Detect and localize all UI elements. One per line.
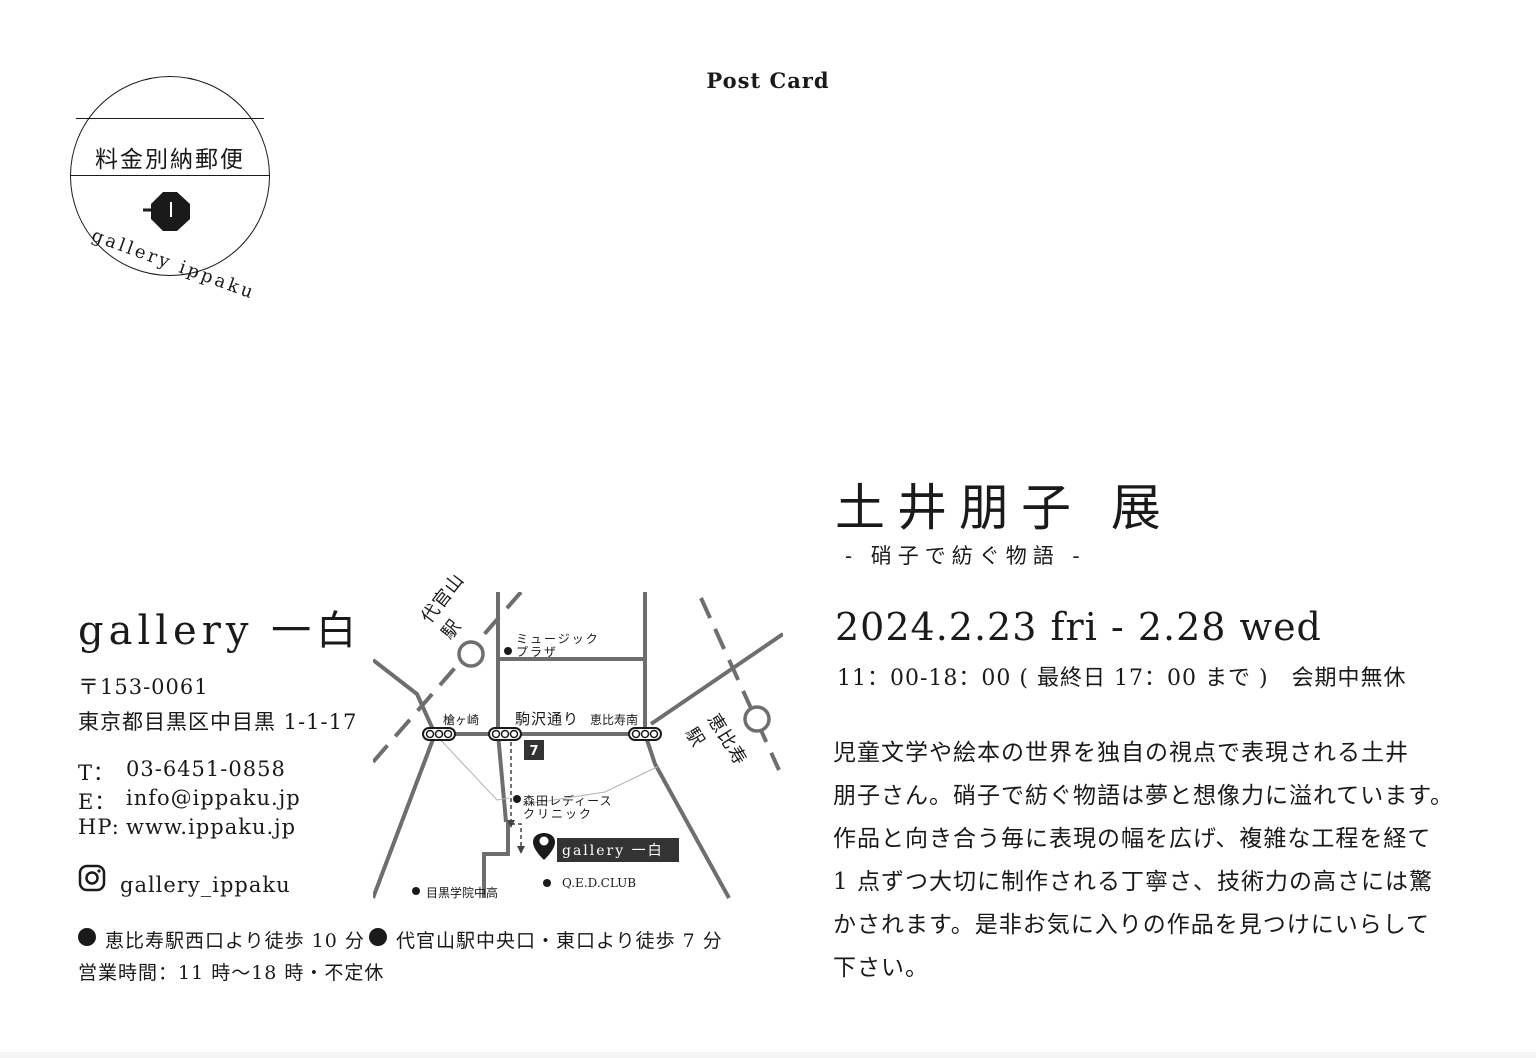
description-line: かされます。是非お気に入りの作品を見つけにいらして: [833, 912, 1431, 938]
svg-text:7: 7: [529, 744, 538, 759]
instagram-icon: [78, 864, 106, 892]
map-label-music-plaza-2: プラザ: [516, 645, 559, 659]
opening-hours: 営業時間：11 時〜18 時・不定休: [78, 962, 385, 984]
gallery-name: gallery 一白: [78, 608, 362, 654]
exhibition-hours: 11：00-18：00 ( 最終日 17：00 まで ) 会期中無休: [837, 666, 1407, 691]
bullet-icon: [78, 928, 96, 946]
exhibition-description: 児童文学や絵本の世界を独自の視点で表現される土井 朋子さん。硝子で紡ぐ物語は夢と…: [833, 732, 1473, 990]
exhibition-dates: 2024.2.23 fri - 2.28 wed: [835, 605, 1322, 649]
gallery-logo-icon: [143, 192, 190, 231]
stamp-divider-top: [76, 118, 264, 119]
hp-label: HP:: [78, 815, 120, 839]
bottom-edge: [0, 1052, 1536, 1058]
exhibition-subtitle: - 硝子で紡ぐ物語 -: [845, 544, 1086, 568]
map-label-qed: Q.E.D.CLUB: [562, 876, 637, 890]
postage-stamp: [70, 76, 270, 276]
hp-url[interactable]: www.ippaku.jp: [126, 815, 297, 839]
email-address[interactable]: info@ippaku.jp: [126, 786, 301, 810]
description-line: 1 点ずつ大切に制作される丁寧さ、技術力の高さには驚: [833, 869, 1433, 895]
map-label-ebisu-minami: 恵比寿南: [590, 713, 639, 727]
stamp-label: 料金別納郵便: [95, 147, 245, 173]
postal-code: 〒153-0061: [78, 675, 209, 699]
exhibition-title: 土井朋子 展: [835, 479, 1173, 537]
stamp-divider-bottom: [71, 175, 269, 176]
map-label-school: 目黒学院中高: [426, 886, 499, 900]
postcard-title: Post Card: [706, 68, 830, 93]
tel-label: T：: [78, 761, 116, 785]
email-label: E：: [78, 790, 117, 814]
description-line: 朋子さん。硝子で紡ぐ物語は夢と想像力に溢れています。: [833, 783, 1455, 809]
map-label-komazawa: 駒沢通り: [515, 710, 580, 728]
map-gallery-marker: gallery 一白: [562, 843, 664, 859]
bullet-icon: [369, 928, 387, 946]
map-label-clinic: 森田レディース: [523, 794, 613, 808]
address: 東京都目黒区中目黒 1-1-17: [78, 710, 358, 734]
description-line: 下さい。: [833, 955, 929, 981]
access-daikanyama: 代官山駅中央口・東口より徒歩 7 分: [396, 930, 723, 952]
access-ebisu: 恵比寿駅西口より徒歩 10 分: [105, 930, 365, 952]
description-line: 児童文学や絵本の世界を独自の視点で表現される土井: [833, 740, 1409, 766]
description-line: 作品と向き合う毎に表現の幅を広げ、複雑な工程を経て: [833, 826, 1432, 852]
map-label-music-plaza: ミュージック: [516, 632, 600, 646]
instagram-handle[interactable]: gallery_ippaku: [120, 873, 291, 897]
access-map: 7: [373, 592, 783, 899]
map-label-clinic-2: クリニック: [523, 807, 594, 821]
map-label-higasaki: 槍ヶ崎: [443, 713, 480, 727]
tel-number: 03-6451-0858: [126, 757, 286, 781]
